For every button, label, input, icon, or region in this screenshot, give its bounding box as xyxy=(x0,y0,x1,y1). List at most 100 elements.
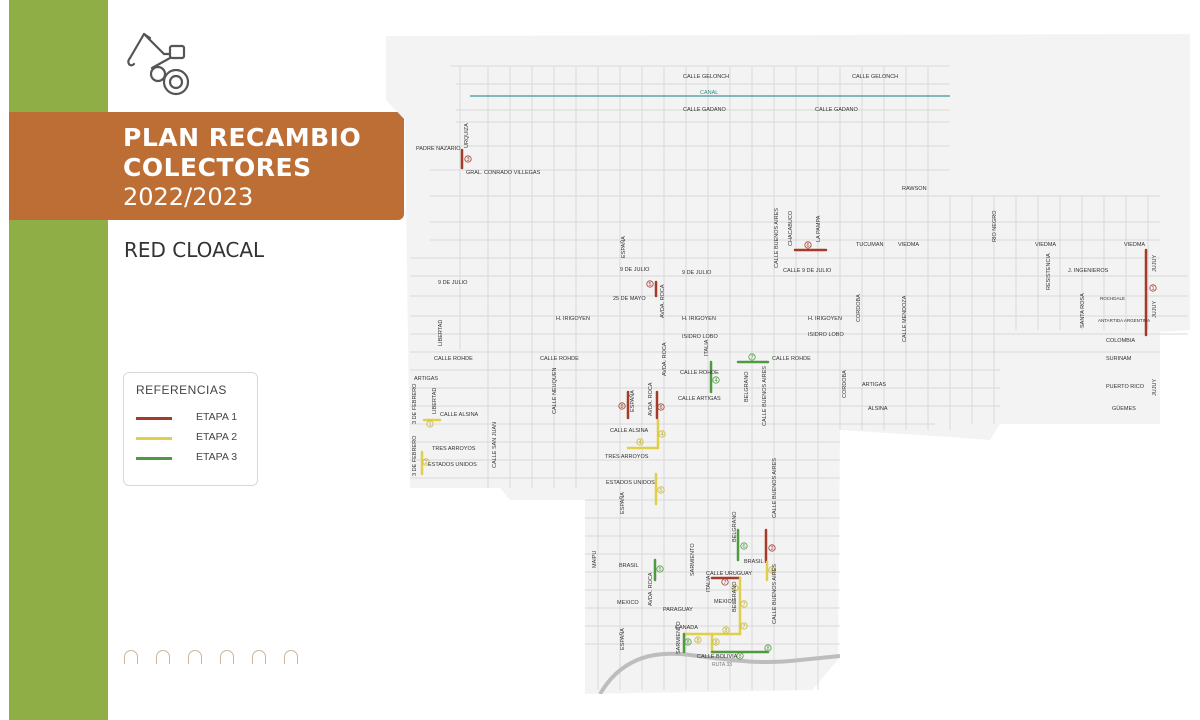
marker-label: 6 xyxy=(742,544,745,550)
marker-label: 1 xyxy=(428,422,431,428)
street-labels: CALLE GELONCH CALLE GELONCH CALLE GADANO… xyxy=(412,74,1158,660)
street-label: CALLE BUENOS AIRES xyxy=(762,366,768,426)
street-label: CALLE BUENOS AIRES xyxy=(772,564,778,624)
street-label: CALLE ROHDE xyxy=(680,370,719,376)
street-label: LA PAMPA xyxy=(816,215,822,242)
legend-item-etapa-3: ETAPA 3 xyxy=(136,451,251,465)
highway-curve xyxy=(598,651,841,694)
sewer-network-map: CANAL RUTA 33 3 6 5 xyxy=(386,34,1190,694)
street-label: ESPAÑA xyxy=(620,236,627,258)
title-line-2: COLECTORES xyxy=(123,153,312,182)
street-label: BRASIL xyxy=(619,563,639,569)
marker-label: 8 xyxy=(696,638,699,644)
excavator-pipe-icon xyxy=(127,32,190,96)
marker-label: 7 xyxy=(750,355,753,361)
marker-label: 8 xyxy=(724,628,727,634)
legend-title: REFERENCIAS xyxy=(136,383,227,397)
street-label: CANADA xyxy=(675,625,698,631)
marker-label: 8 xyxy=(714,640,717,646)
street-label: BELGRANO xyxy=(732,511,738,542)
street-label: ARTIGAS xyxy=(862,382,886,388)
street-label: BELGRANO xyxy=(732,581,738,612)
dot-decoration xyxy=(252,650,266,664)
street-label: LIBERTAD xyxy=(432,388,438,414)
marker-label: 8 xyxy=(686,640,689,646)
street-label: SURINAM xyxy=(1106,356,1132,362)
marker-label: 5 xyxy=(659,488,662,494)
street-label: PUERTO RICO xyxy=(1106,384,1145,390)
street-label: AVDA. ROCA xyxy=(648,572,654,606)
subtitle: RED CLOACAL xyxy=(124,238,265,262)
street-label: CALLE 9 DE JULIO xyxy=(783,268,832,274)
street-label: COLOMBIA xyxy=(1106,338,1135,344)
marker-label: 5 xyxy=(648,282,651,288)
street-label: CALLE MENDOZA xyxy=(902,295,908,342)
street-label: CALLE ALSINA xyxy=(440,412,479,418)
street-label: VIEDMA xyxy=(1035,242,1056,248)
street-label: CALLE NEUQUEN xyxy=(552,368,558,414)
street-label: ROCHDALE xyxy=(1100,296,1125,301)
street-label: JUJUY xyxy=(1152,301,1158,318)
street-label: 3 DE FEBRERO xyxy=(412,383,418,424)
street-label: CALLE GADANO xyxy=(815,107,859,113)
street-label: AVDA. ROCA xyxy=(662,342,668,376)
legend-item-etapa-1: ETAPA 1 xyxy=(136,411,251,425)
street-label: CALLE SAN JUAN xyxy=(492,422,498,468)
street-label: CORDOBA xyxy=(856,294,862,322)
street-label: MEXICO xyxy=(714,599,736,605)
street-label: VIEDMA xyxy=(1124,242,1145,248)
street-label: MEXICO xyxy=(617,600,639,606)
marker-label: 3 xyxy=(466,157,469,163)
street-label: TUCUMAN xyxy=(856,242,884,248)
street-label: VIEDMA xyxy=(898,242,919,248)
marker-label: 8 xyxy=(766,646,769,652)
map-area xyxy=(386,34,1190,694)
street-label: SANTA ROSA xyxy=(1080,293,1086,328)
legend-line-etapa-2 xyxy=(136,437,172,440)
street-label: CALLE GADANO xyxy=(683,107,727,113)
street-label: CALLE URUGUAY xyxy=(706,571,752,577)
marker-label: 5 xyxy=(658,567,661,573)
dot-decoration xyxy=(156,650,170,664)
street-grid xyxy=(410,65,1188,690)
street-label: CALLE GELONCH xyxy=(683,74,729,80)
street-label: SARMIENTO xyxy=(676,621,682,654)
decorative-dots xyxy=(124,650,304,664)
street-label: RAWSON xyxy=(902,186,927,192)
marker-label: 7 xyxy=(742,602,745,608)
street-label: PARAGUAY xyxy=(663,607,693,613)
legend-label: ETAPA 3 xyxy=(196,451,238,463)
marker-label: 2 xyxy=(770,546,773,552)
street-label: ESPAÑA xyxy=(619,492,626,514)
street-label: ESTADOS UNIDOS xyxy=(428,462,477,468)
title-line-1: PLAN RECAMBIO xyxy=(123,123,362,152)
title-years: 2022/2023 xyxy=(123,183,254,211)
legend-line-etapa-1 xyxy=(136,417,172,420)
legend-label: ETAPA 1 xyxy=(196,411,238,423)
street-label: JUJUY xyxy=(1152,379,1158,396)
street-label: SARMIENTO xyxy=(690,543,696,576)
street-label: PADRE NAZARIO xyxy=(416,146,461,152)
street-label: CALLE ROHDE xyxy=(434,356,473,362)
legend: REFERENCIAS ETAPA 1 ETAPA 2 ETAPA 3 xyxy=(123,372,258,486)
marker-label: 7 xyxy=(733,586,736,592)
street-label: LIBERTAD xyxy=(438,320,444,346)
street-label: URQUIZA xyxy=(464,123,470,148)
street-label: CHACABUCO xyxy=(788,210,794,246)
street-label: AVDA. ROCA xyxy=(660,284,666,318)
marker-label: 2 xyxy=(424,460,427,466)
street-label: CORDOBA xyxy=(842,370,848,398)
street-label: H. IRIGOYEN xyxy=(808,316,842,322)
marker-label: 6 xyxy=(806,243,809,249)
dot-decoration xyxy=(124,650,138,664)
street-label: ESTADOS UNIDOS xyxy=(606,480,655,486)
street-label: RESISTENCIA xyxy=(1046,253,1052,290)
street-label: TRES ARROYOS xyxy=(605,454,649,460)
marker-label: 7 xyxy=(742,624,745,630)
green-side-bar xyxy=(9,0,108,720)
street-label: MAIPU xyxy=(592,551,598,568)
street-label: CALLE BUENOS AIRES xyxy=(774,208,780,268)
marker-label: 1 xyxy=(1151,286,1154,292)
street-label: ITALIA xyxy=(704,339,710,356)
street-label: ITALIA xyxy=(706,575,712,592)
